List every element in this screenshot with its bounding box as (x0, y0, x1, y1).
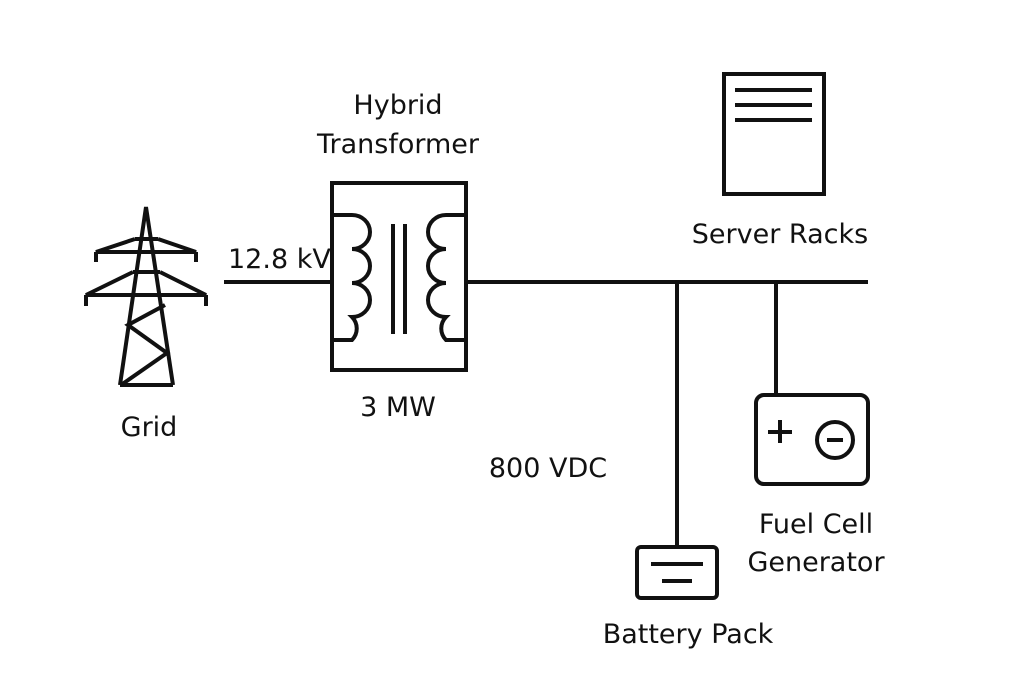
transformer-label-line2: Transformer (316, 129, 480, 160)
minus-sign-icon (815, 420, 855, 460)
server-racks-label: Server Racks (692, 219, 868, 250)
grid-label: Grid (121, 412, 178, 443)
dc-bus-voltage-label: 800 VDC (489, 453, 607, 484)
transmission-tower-icon (84, 206, 208, 387)
transformer-rating: 3 MW (360, 392, 436, 423)
battery-icon (635, 545, 719, 600)
battery-label: Battery Pack (603, 619, 774, 650)
transformer-icon (330, 181, 468, 372)
transformer-label-line1: Hybrid (353, 90, 442, 121)
fuel-cell-label-line1: Fuel Cell (759, 509, 873, 540)
server-rack-icon (722, 72, 826, 196)
fuel-cell-label-line2: Generator (747, 547, 885, 578)
fuel-cell-icon (754, 393, 870, 486)
ac-voltage-label: 12.8 kV (228, 244, 331, 275)
